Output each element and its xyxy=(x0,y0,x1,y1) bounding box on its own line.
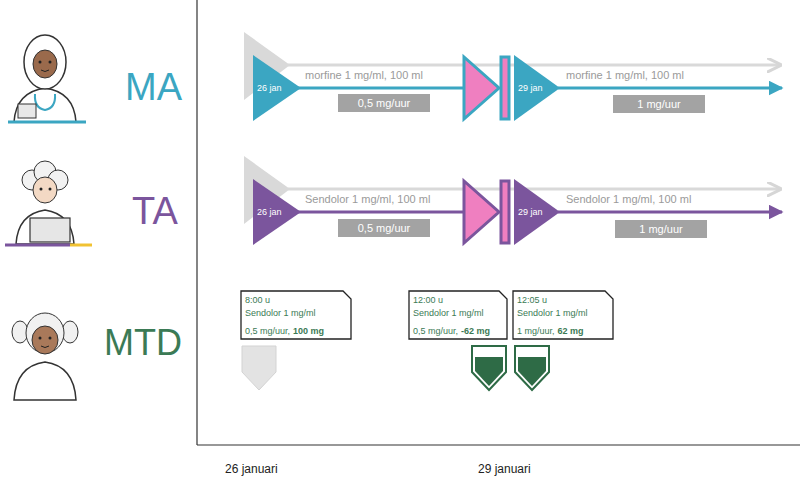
axis-label: 26 januari xyxy=(225,462,278,476)
person-mouth xyxy=(41,70,49,72)
laptop xyxy=(30,218,70,242)
note-text: 0,5 mg/uur, xyxy=(413,326,458,336)
timeline-line xyxy=(558,87,782,90)
person-face xyxy=(32,326,58,354)
person-eye xyxy=(40,188,43,191)
date-text: 26 jan xyxy=(257,83,282,93)
start-triangle: 29 jan xyxy=(514,179,560,245)
line-label: Sendolor 1 mg/ml, 100 ml xyxy=(566,193,691,205)
person-hair xyxy=(26,313,64,353)
person-body xyxy=(14,362,76,400)
note-text: Sendolor 1 mg/ml xyxy=(517,307,609,320)
previous-line xyxy=(288,188,780,191)
person-eye xyxy=(39,61,42,64)
previous-line xyxy=(288,64,780,67)
rate-box: 1 mg/uur xyxy=(615,220,707,238)
rate-box: 0,5 mg/uur xyxy=(338,94,430,112)
rate-box: 1 mg/uur xyxy=(613,95,705,113)
stop-symbol xyxy=(464,57,499,119)
note-text: 12:05 u xyxy=(517,294,609,307)
axis-line xyxy=(196,0,197,445)
desk-line xyxy=(8,121,86,124)
timeline-line xyxy=(558,211,782,214)
desk-line xyxy=(70,244,92,247)
triangle-fill xyxy=(253,179,301,245)
stop-symbol xyxy=(464,181,499,243)
person-body xyxy=(14,88,76,122)
note-text: 100 mg xyxy=(293,326,324,336)
note-text: Sendolor 1 mg/ml xyxy=(245,307,347,320)
axis-line xyxy=(197,444,800,445)
line-label: morfine 1 mg/ml, 100 ml xyxy=(566,69,684,81)
person-eye xyxy=(49,337,52,340)
start-triangle: 26 jan xyxy=(253,55,301,121)
stop-bar xyxy=(501,57,509,119)
person-body xyxy=(16,210,74,244)
dispense-pin xyxy=(242,346,276,390)
desk-paper xyxy=(18,104,36,118)
start-triangle: 26 jan xyxy=(253,179,301,245)
note-text: -62 mg xyxy=(461,326,490,336)
pin-fill xyxy=(475,357,503,386)
timeline-line xyxy=(298,87,463,90)
note-text: 0,5 mg/uur, xyxy=(245,326,290,336)
person-eye xyxy=(39,337,42,340)
person-eye xyxy=(49,61,52,64)
person-face xyxy=(33,50,57,78)
role-label: MTD xyxy=(104,322,182,364)
person-hijab xyxy=(24,35,66,89)
pin-fill xyxy=(518,357,546,386)
person-mouth xyxy=(41,346,49,348)
line-label: morfine 1 mg/ml, 100 ml xyxy=(305,69,423,81)
note-text: 1 mg/uur, xyxy=(517,326,555,336)
stop-bar xyxy=(501,181,509,243)
rate-text: 0,5 mg/uur xyxy=(358,222,411,234)
rate-box: 0,5 mg/uur xyxy=(338,219,430,237)
stethoscope xyxy=(35,94,55,110)
line-label: Sendolor 1 mg/ml, 100 ml xyxy=(305,193,430,205)
role-label: TA xyxy=(132,190,178,233)
axis-label: 29 januari xyxy=(478,462,531,476)
date-text: 29 jan xyxy=(518,83,543,93)
dispense-note: 12:05 uSendolor 1 mg/ml 1 mg/uur,62 mg xyxy=(512,290,614,340)
note-text: Sendolor 1 mg/ml xyxy=(413,307,503,320)
note-text: 12:00 u xyxy=(413,294,503,307)
note-shape xyxy=(409,291,507,339)
dispense-note: 12:00 uSendolor 1 mg/ml 0,5 mg/uur,-62 mg xyxy=(408,290,508,340)
rate-text: 1 mg/uur xyxy=(639,223,682,235)
dispense-note: 8:00 uSendolor 1 mg/ml 0,5 mg/uur,100 mg xyxy=(240,290,352,340)
dispense-pin xyxy=(515,346,549,390)
note-shape xyxy=(513,291,613,339)
person-face xyxy=(33,177,57,203)
triangle-fill xyxy=(253,55,301,121)
start-triangle: 29 jan xyxy=(514,55,560,121)
role-label: MA xyxy=(125,66,182,109)
person-eye xyxy=(49,188,52,191)
desk-line xyxy=(5,244,70,247)
dispense-pin xyxy=(472,346,506,390)
rate-text: 1 mg/uur xyxy=(637,98,680,110)
date-text: 26 jan xyxy=(257,207,282,217)
note-text: 8:00 u xyxy=(245,294,347,307)
triangle-fill xyxy=(514,179,560,245)
rate-text: 0,5 mg/uur xyxy=(358,97,411,109)
note-text: 62 mg xyxy=(558,326,584,336)
date-text: 29 jan xyxy=(518,207,543,217)
triangle-fill xyxy=(514,55,560,121)
timeline-line xyxy=(298,211,463,214)
note-shape xyxy=(241,291,351,339)
